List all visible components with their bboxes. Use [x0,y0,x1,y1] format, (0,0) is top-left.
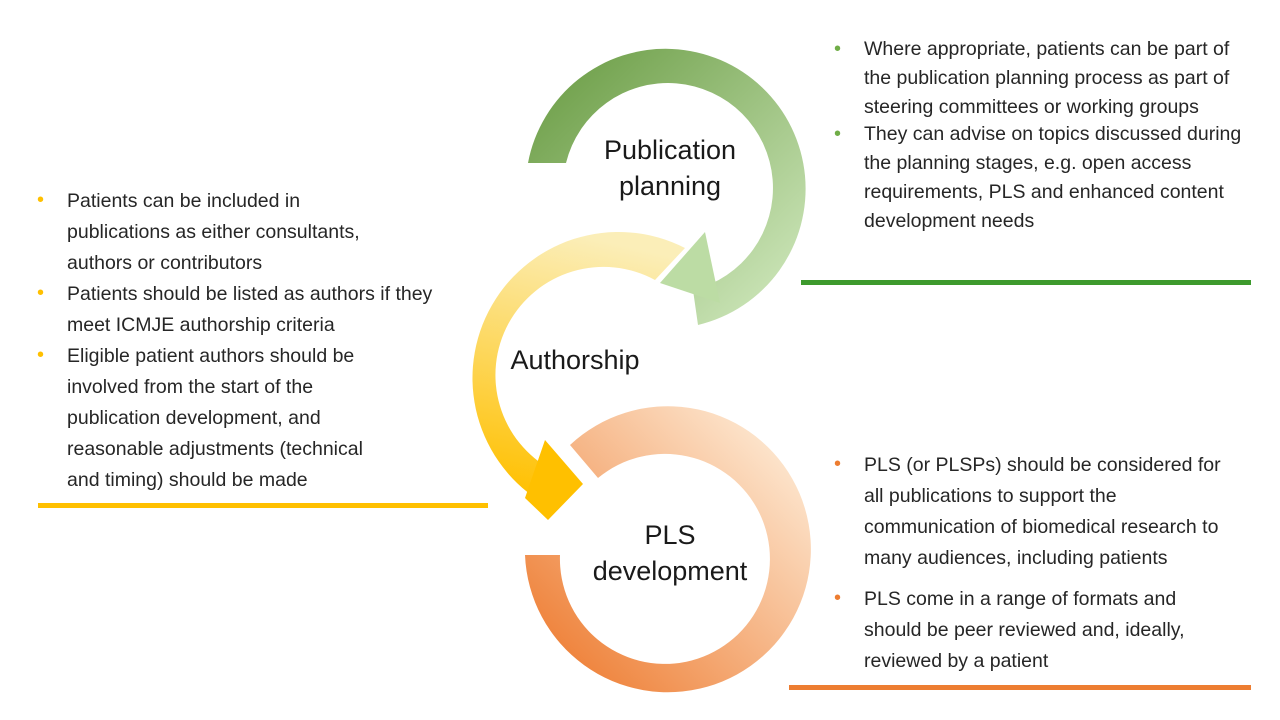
list-item-text: Patients should be listed as authors if … [67,283,433,336]
stage-pls-development: PLS development [570,517,770,589]
list-item: • Where appropriate, patients can be par… [834,35,1254,122]
list-item: • Eligible patient authors should be inv… [37,341,457,496]
list-item-text: PLS come in a range of formats and shoul… [864,588,1185,672]
pls-bullet-list: • PLS (or PLSPs) should be considered fo… [834,450,1254,677]
list-item: • PLS come in a range of formats and sho… [834,584,1254,677]
authorship-bullet-list: • Patients can be included in publicatio… [37,186,457,496]
stage-label-line: Authorship [510,345,640,375]
list-item-text: Where appropriate, patients can be part … [864,38,1230,118]
pls-panel: • PLS (or PLSPs) should be considered fo… [834,450,1254,677]
list-item: • Patients should be listed as authors i… [37,279,457,341]
list-item-text: Eligible patient authors should be invol… [67,345,363,491]
pls-arc [525,406,811,693]
stage-label-line: planning [618,171,722,201]
list-item: • Patients can be included in publicatio… [37,186,457,279]
list-item-text: They can advise on topics discussed duri… [864,123,1242,232]
authorship-divider [38,503,488,508]
planning-arrowhead [660,232,720,303]
stage-publication-planning: Publication planning [575,132,765,204]
planning-panel: • Where appropriate, patients can be par… [834,35,1254,236]
bullet-icon: • [834,453,842,475]
bullet-icon: • [37,189,45,211]
stage-authorship: Authorship [490,342,660,378]
list-item-text: Patients can be included in publications… [67,190,360,274]
planning-bullet-list: • Where appropriate, patients can be par… [834,35,1254,236]
pls-divider [789,685,1251,690]
bullet-icon: • [37,282,45,304]
bullet-icon: • [834,123,842,145]
stage-label-line: Publication [603,135,737,165]
bullet-icon: • [834,587,842,609]
list-item: • They can advise on topics discussed du… [834,120,1254,236]
list-item-text: PLS (or PLSPs) should be considered for … [864,454,1221,569]
bullet-icon: • [834,38,842,60]
authorship-arc [472,231,685,508]
authorship-panel: • Patients can be included in publicatio… [37,186,457,496]
planning-divider [801,280,1251,285]
bullet-icon: • [37,344,45,366]
list-item: • PLS (or PLSPs) should be considered fo… [834,450,1254,574]
stage-label-line: PLS [644,520,696,550]
authorship-arrowhead [525,440,583,520]
stage-label-line: development [592,556,748,586]
